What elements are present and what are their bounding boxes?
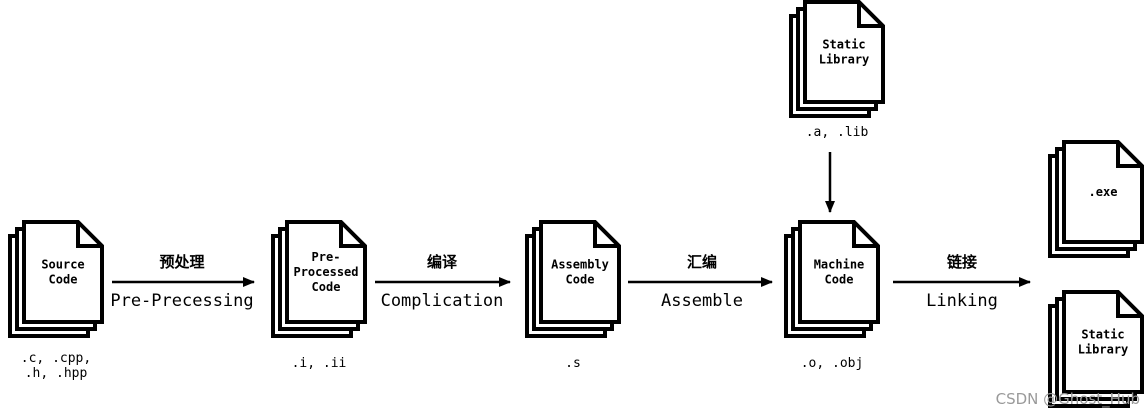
extension-label-preprocessed: .i, .ii	[292, 356, 347, 371]
document-label-assembly: Code	[566, 273, 595, 287]
step-label-cn-3: 链接	[947, 253, 977, 271]
document-fold-assembly	[593, 222, 619, 248]
document-label-machine: Machine	[814, 258, 865, 272]
document-fold-machine	[852, 222, 878, 248]
watermark: CSDN @Ghost_Hub	[996, 390, 1140, 409]
extension-label-source: .c, .cpp,	[21, 351, 91, 366]
document-label-preprocessed: Code	[312, 280, 341, 294]
document-label-static-library-in: Static	[822, 38, 865, 52]
step-label-en-3: Linking	[926, 291, 998, 311]
document-fold-static-library-out	[1116, 292, 1142, 318]
extension-label-machine: .o, .obj	[801, 356, 864, 371]
document-label-source: Source	[41, 258, 84, 272]
document-label-assembly: Assembly	[551, 258, 609, 272]
document-fold-source	[76, 222, 102, 248]
extension-label-assembly: .s	[565, 356, 581, 371]
document-stack-exe: .exe	[1048, 140, 1144, 258]
step-label-cn-1: 编译	[427, 253, 458, 271]
document-label-static-library-out: Library	[1078, 343, 1129, 357]
step-label-cn-0: 预处理	[159, 253, 204, 271]
document-fold-exe	[1116, 142, 1142, 168]
document-fold-preprocessed	[339, 222, 365, 248]
step-label-en-2: Assemble	[661, 291, 743, 311]
document-label-machine: Code	[825, 273, 854, 287]
step-label-cn-2: 汇编	[687, 253, 717, 271]
document-label-preprocessed: Pre-	[312, 250, 341, 264]
document-label-exe: .exe	[1089, 185, 1118, 199]
document-fold-static-library-in	[857, 2, 883, 28]
extension-label-static-library-in: .a, .lib	[806, 125, 869, 140]
step-label-en-1: Complication	[381, 291, 504, 311]
extension-label-source: .h, .hpp	[25, 366, 88, 381]
document-label-static-library-in: Library	[819, 53, 870, 67]
step-label-en-0: Pre-Precessing	[110, 291, 253, 311]
document-label-source: Code	[49, 273, 78, 287]
document-label-static-library-out: Static	[1081, 328, 1124, 342]
document-label-preprocessed: Processed	[293, 265, 358, 279]
